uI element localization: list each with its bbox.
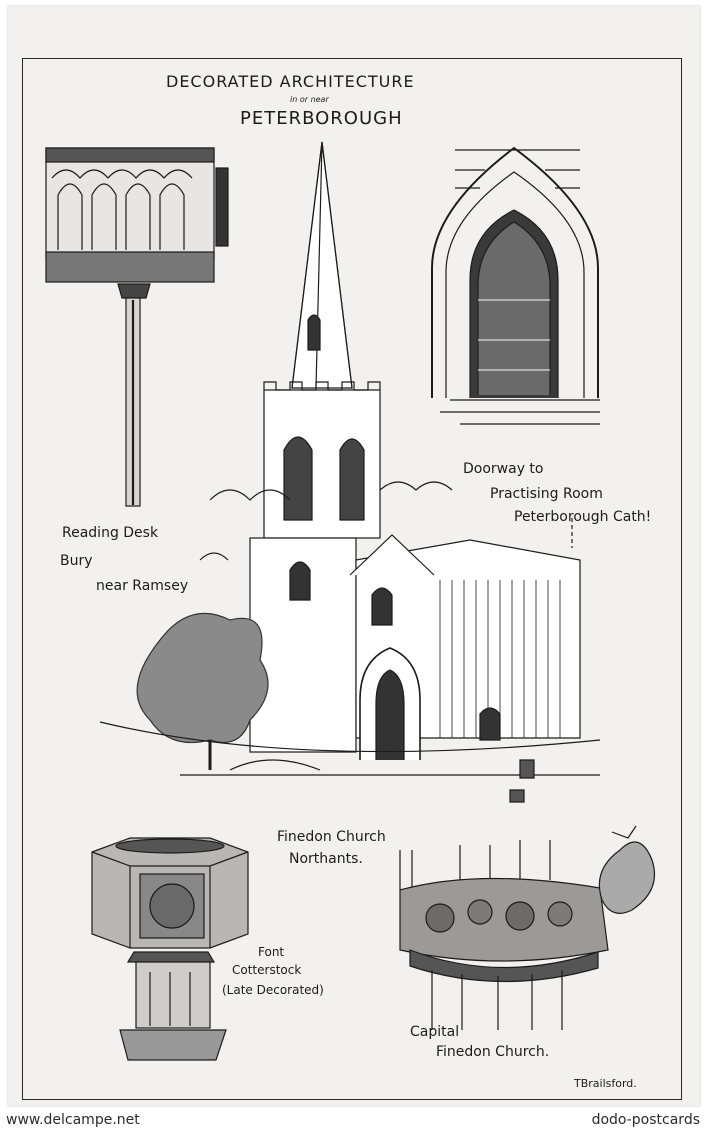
watermark-left: www.delcampe.net	[6, 1112, 140, 1128]
title-line-2: in or near	[290, 95, 329, 104]
title-line-3: PETERBOROUGH	[240, 108, 403, 129]
reading-desk-caption-1: Reading Desk	[62, 525, 159, 541]
doorway-illustration	[431, 146, 600, 425]
font-caption-2: Cotterstock	[232, 963, 302, 977]
reading-desk-caption-3: near Ramsey	[96, 578, 189, 594]
church-caption-2: Northants.	[289, 851, 363, 867]
artist-signature: TBrailsford.	[574, 1077, 637, 1090]
capital-caption-2: Finedon Church.	[436, 1044, 550, 1060]
doorway-caption-3: Peterborough Cath!	[514, 509, 652, 525]
reading-desk-caption-2: Bury	[60, 553, 93, 569]
title-line-1: DECORATED ARCHITECTURE	[166, 72, 415, 91]
church-caption-1: Finedon Church	[277, 829, 386, 845]
font-caption-3: (Late Decorated)	[222, 983, 324, 997]
doorway-caption-2: Practising Room	[490, 486, 603, 502]
capital-caption-1: Capital	[410, 1024, 460, 1040]
postcard-border	[22, 58, 682, 1100]
doorway-caption-1: Doorway to	[463, 461, 544, 477]
watermark-right: dodo-postcards	[591, 1112, 700, 1128]
font-illustration	[91, 837, 249, 1061]
reading-desk-illustration	[45, 147, 229, 507]
font-caption-1: Font	[258, 945, 285, 959]
capital-illustration	[399, 825, 656, 1030]
finedon-church-illustration	[99, 141, 601, 803]
